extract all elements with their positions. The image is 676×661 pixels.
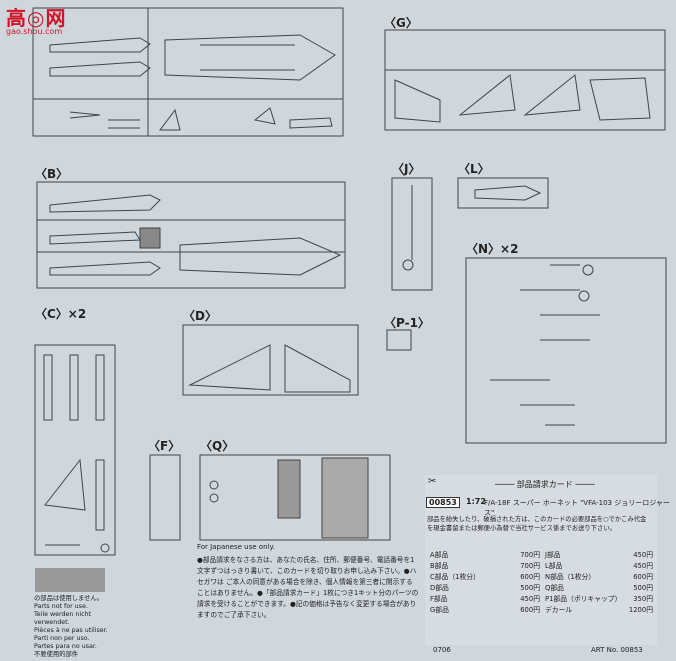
price-row: C部品（1枚分）600円	[430, 573, 540, 581]
site-logo: 高◎网	[6, 6, 67, 30]
kit-scale: 1:72	[466, 497, 486, 506]
tree-q-frame	[199, 454, 391, 541]
tree-label-b: 〈B〉	[35, 167, 69, 181]
tree-n-frame	[465, 257, 667, 444]
japanese-use-heading: For Japanese use only.	[197, 543, 275, 551]
kit-product-name: F/A-18F スーパー ホーネット "VFA-103 ジョリーロジャース"	[484, 499, 670, 517]
parts-order-card	[425, 475, 657, 645]
kit-code: 00853	[426, 497, 460, 508]
site-url: gao.shou.com	[6, 27, 63, 36]
order-card-description: 部品を紛失したり、破損された方は、このカードの必要部品を○でかこみ代金を現金書留…	[427, 516, 647, 532]
tree-g-frame	[384, 29, 666, 131]
tree-l-frame	[457, 177, 549, 209]
tree-label-c: 〈C〉×2	[35, 307, 87, 321]
tree-label-d: 〈D〉	[183, 309, 217, 323]
tree-label-p: 〈P-1〉	[384, 316, 430, 330]
tree-label-j: 〈J〉	[392, 162, 421, 176]
price-row: N部品（1枚分）600円	[545, 573, 653, 581]
price-row: P1部品（ポリキャップ）350円	[545, 595, 653, 603]
print-code: 0706	[433, 646, 451, 654]
tree-a-frame	[32, 7, 344, 137]
art-number: ART No. 00853	[591, 646, 643, 654]
tree-f-frame	[149, 454, 181, 541]
not-for-use-note: の部品は使用しません。 Parts not for use. Teile wer…	[34, 595, 108, 658]
scissors-icon: ✂	[428, 476, 437, 487]
tree-d-frame	[182, 324, 359, 396]
tree-j-frame	[391, 177, 433, 291]
tree-label-f: 〈F〉	[148, 439, 181, 453]
tree-label-g: 〈G〉	[384, 16, 418, 30]
tree-label-q: 〈Q〉	[200, 439, 235, 453]
unused-parts-swatch	[35, 568, 105, 592]
tree-b-frame	[36, 181, 346, 289]
tree-c-frame	[34, 344, 116, 556]
japanese-use-body: ●部品請求をなさる方は、あなたの氏名、住所、郵便番号、電話番号を1文字ずつはっき…	[197, 556, 419, 619]
tree-p-frame	[386, 329, 412, 351]
order-card-title: ──── 部品請求カード ────	[495, 480, 595, 489]
tree-label-n: 〈N〉×2	[466, 242, 519, 256]
tree-label-l: 〈L〉	[458, 162, 490, 176]
